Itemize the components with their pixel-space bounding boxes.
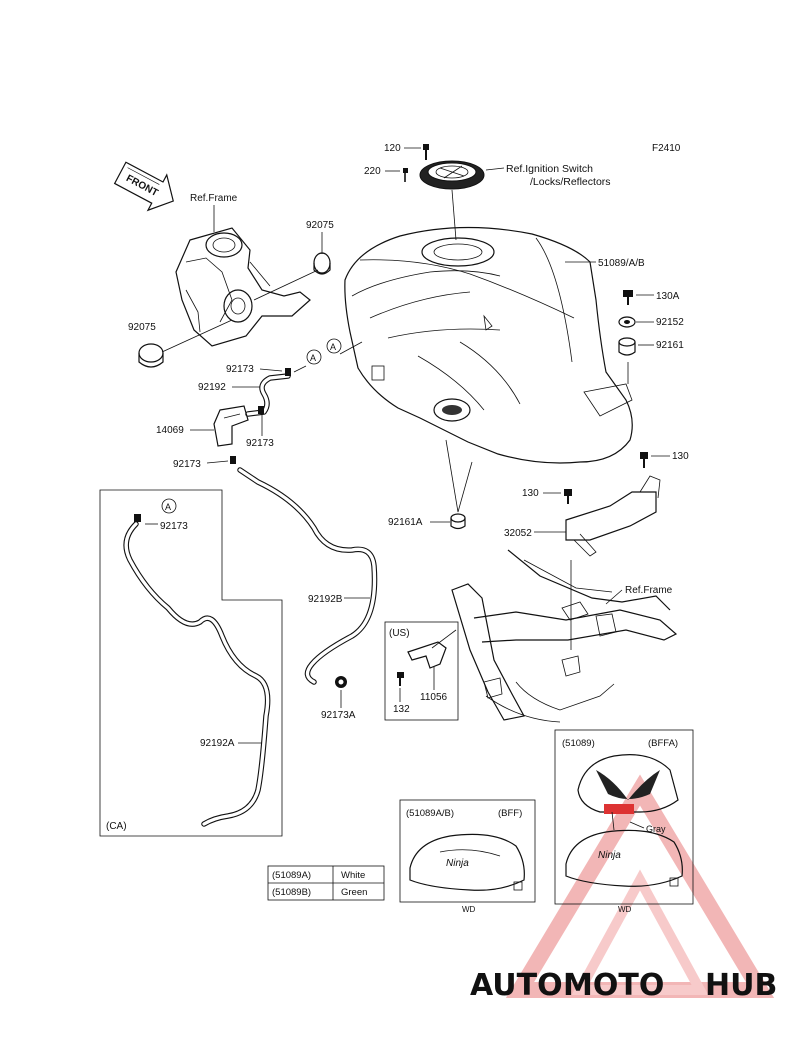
inset-bffa-right: (BFFA)	[648, 738, 678, 749]
bolt-130-right	[640, 452, 648, 468]
part-92173-a: 92173	[226, 364, 254, 375]
hose-92192A-drawing	[123, 514, 271, 827]
ca-group-box	[99, 489, 283, 837]
watermark-logo: AUTO MOTO HUB	[470, 968, 777, 1003]
part-120: 120	[384, 143, 401, 154]
part-92173-b: 92173	[246, 438, 274, 449]
tank-bffa-drawing: Ninja	[565, 829, 683, 887]
us-group-box	[384, 621, 459, 721]
callout-a-2: A	[326, 338, 342, 354]
bolt-130A	[623, 290, 633, 305]
inset-bffa-gray: Gray	[646, 824, 666, 834]
ref-ignition-line2: /Locks/Reflectors	[530, 176, 611, 188]
part-130-mid: 130	[522, 488, 539, 499]
damper-92075-top	[313, 252, 331, 275]
svg-text:Ninja: Ninja	[598, 850, 621, 861]
watermark-triangle	[505, 774, 775, 998]
ref-frame-bottom: Ref.Frame	[625, 585, 673, 596]
part-92192B: 92192B	[308, 594, 343, 605]
part-92161A: 92161A	[388, 517, 423, 528]
damper-92161	[618, 337, 636, 356]
bolt-132	[397, 672, 404, 686]
part-130-right: 130	[672, 451, 689, 462]
group-us-label: (US)	[389, 628, 410, 639]
inset-bff-box	[399, 799, 536, 903]
part-92152: 92152	[656, 317, 684, 328]
watermark-part2: MOTO	[563, 968, 664, 1003]
part-32052: 32052	[504, 528, 532, 539]
part-92075-left: 92075	[128, 322, 156, 333]
part-130A: 130A	[656, 291, 680, 302]
part-92192A: 92192A	[200, 738, 235, 749]
fuel-cap-drawing	[419, 160, 485, 241]
part-11056: 11056	[420, 692, 448, 703]
part-92173-c: 92173	[173, 459, 201, 470]
hose-92192B-drawing	[237, 467, 378, 685]
damper-92075-left	[138, 343, 164, 368]
watermark-part1: AUTO	[470, 968, 563, 1003]
front-arrow-icon: FRONT	[113, 161, 174, 212]
color-table-code-0: (51089A)	[272, 870, 311, 881]
part-14069: 14069	[156, 425, 184, 436]
upper-hose-drawing	[213, 341, 363, 464]
callout-a-1: A	[306, 349, 322, 365]
inset-bff-wd: WD	[462, 905, 476, 914]
part-92161: 92161	[656, 340, 684, 351]
group-ca-label: (CA)	[106, 821, 127, 832]
color-table	[267, 865, 385, 901]
inset-bff-right: (BFF)	[498, 808, 522, 819]
bolt-120	[423, 144, 429, 160]
damper-92161A	[450, 513, 466, 530]
clip-92173A	[335, 676, 347, 688]
part-92192: 92192	[198, 382, 226, 393]
inset-bffa-left: (51089)	[562, 738, 595, 749]
frame-head-drawing	[161, 227, 319, 353]
part-92173A: 92173A	[321, 710, 356, 721]
bolt-130-mid	[564, 489, 572, 504]
tank-bff-drawing: Ninja	[409, 833, 525, 891]
watermark-part3: HUB	[705, 968, 777, 1003]
bracket-32052-drawing	[565, 475, 661, 557]
callout-a-1-letter: A	[310, 353, 316, 363]
figure-code: F2410	[652, 143, 681, 154]
ref-frame-top: Ref.Frame	[190, 193, 238, 204]
color-table-code-1: (51089B)	[272, 887, 311, 898]
frame-bottom-drawing	[451, 549, 678, 723]
svg-text:Ninja: Ninja	[446, 858, 469, 869]
inset-bff-left: (51089A/B)	[406, 808, 454, 819]
part-220: 220	[364, 166, 381, 177]
ref-ignition-line1: Ref.Ignition Switch	[506, 163, 593, 175]
screw-220	[403, 168, 408, 182]
callout-a-2-letter: A	[330, 342, 336, 352]
callout-a-3: A	[161, 498, 177, 514]
cowl-bffa-drawing	[577, 754, 679, 831]
bracket-11056-drawing	[407, 629, 457, 669]
part-92173-d: 92173	[160, 521, 188, 532]
part-92075-top: 92075	[306, 220, 334, 231]
part-132: 132	[393, 704, 410, 715]
inset-bffa-wd: WD	[618, 905, 632, 914]
color-table-color-0: White	[341, 870, 365, 881]
washer-92152	[618, 316, 636, 328]
callout-a-3-letter: A	[165, 502, 171, 512]
part-51089: 51089/A/B	[598, 258, 645, 269]
inset-bffa-box	[554, 729, 694, 905]
fuel-tank-drawing	[344, 226, 633, 464]
color-table-color-1: Green	[341, 887, 367, 898]
